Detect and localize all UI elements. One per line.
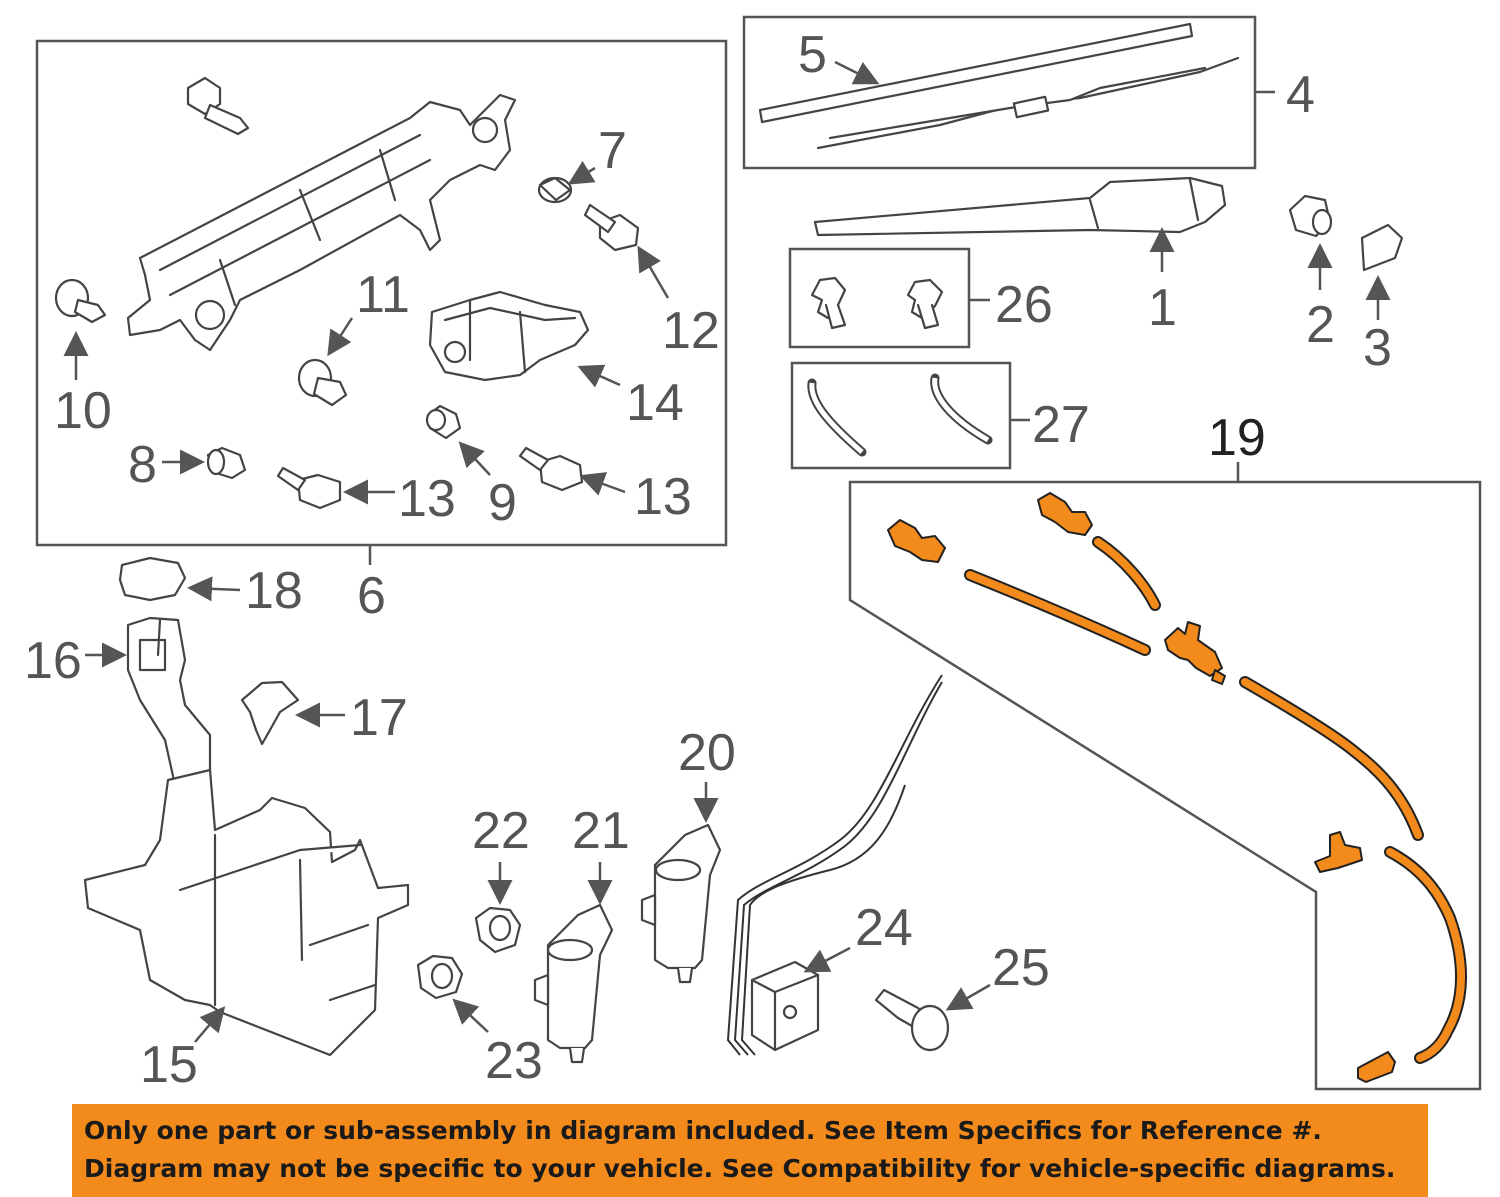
bushing-part-7[interactable] bbox=[537, 176, 573, 204]
bushing-part-9[interactable] bbox=[425, 404, 462, 440]
washer-nozzle-part-26a[interactable] bbox=[810, 276, 847, 330]
washer-hose-part-27b[interactable] bbox=[930, 373, 993, 445]
nozzle-group-box bbox=[788, 247, 971, 349]
washer-hose-assembly-part-19[interactable] bbox=[887, 492, 1467, 1083]
washer-hose-part-27a[interactable] bbox=[807, 378, 867, 457]
callout-11: 11 bbox=[356, 266, 410, 324]
push-pin-part-25[interactable] bbox=[874, 988, 950, 1052]
callout-6: 6 bbox=[357, 567, 386, 625]
pivot-cap-part-11[interactable] bbox=[297, 358, 348, 407]
callout-21: 21 bbox=[572, 802, 630, 860]
callout-20: 20 bbox=[678, 724, 736, 782]
callout-13b: 13 bbox=[634, 468, 692, 526]
callout-12: 12 bbox=[662, 302, 720, 360]
callout-25: 25 bbox=[992, 939, 1050, 997]
callout-3: 3 bbox=[1363, 319, 1392, 377]
callout-15: 15 bbox=[140, 1036, 198, 1094]
bolt-part-13a[interactable] bbox=[276, 466, 342, 510]
washer-hose-lines bbox=[726, 674, 943, 1056]
callout-7: 7 bbox=[598, 122, 627, 180]
disclaimer-banner: Only one part or sub-assembly in diagram… bbox=[72, 1104, 1428, 1197]
nut-part-2[interactable] bbox=[1288, 194, 1333, 238]
hose-group-box bbox=[790, 361, 1012, 470]
bolt-part-12[interactable] bbox=[583, 203, 640, 252]
clip-part-17[interactable] bbox=[240, 680, 300, 746]
washer-pump-part-20[interactable] bbox=[640, 823, 722, 984]
wiper-arm-part-1[interactable] bbox=[813, 176, 1227, 237]
callout-8: 8 bbox=[128, 436, 157, 494]
wiper-motor-part-14[interactable] bbox=[428, 290, 590, 382]
callout-23: 23 bbox=[485, 1032, 543, 1090]
callout-9: 9 bbox=[488, 474, 517, 532]
hose-clip-part-24[interactable] bbox=[750, 960, 820, 1052]
callout-22: 22 bbox=[472, 802, 530, 860]
washer-pump-part-21[interactable] bbox=[533, 903, 614, 1064]
washer-reservoir-part-15[interactable] bbox=[83, 768, 410, 1057]
bolt-part[interactable] bbox=[186, 76, 250, 136]
callout-13a: 13 bbox=[398, 470, 456, 528]
pivot-cap-part-10[interactable] bbox=[54, 278, 107, 324]
callout-19: 19 bbox=[1208, 409, 1266, 467]
callout-26: 26 bbox=[995, 276, 1053, 334]
callout-14: 14 bbox=[626, 374, 684, 432]
wiper-blade-part[interactable] bbox=[816, 56, 1240, 150]
grommet-part-23[interactable] bbox=[416, 954, 464, 1000]
callout-18: 18 bbox=[245, 562, 303, 620]
callout-5: 5 bbox=[798, 26, 827, 84]
bushing-part-8[interactable] bbox=[206, 446, 247, 480]
wiper-linkage-frame[interactable] bbox=[126, 93, 517, 352]
wiper-blade-refill-part-5[interactable] bbox=[758, 22, 1194, 124]
washer-cap-part-18[interactable] bbox=[118, 556, 187, 602]
filler-neck-part-16[interactable] bbox=[126, 616, 212, 787]
grommet-part-22[interactable] bbox=[474, 906, 522, 954]
callout-16: 16 bbox=[24, 632, 82, 690]
callout-2: 2 bbox=[1306, 296, 1335, 354]
disclaimer-line-1: Only one part or sub-assembly in diagram… bbox=[84, 1116, 1322, 1145]
disclaimer-line-2: Diagram may not be specific to your vehi… bbox=[84, 1154, 1396, 1183]
hose-assembly-group-box bbox=[848, 480, 1482, 1091]
callout-4: 4 bbox=[1286, 66, 1315, 124]
callout-1: 1 bbox=[1148, 279, 1177, 337]
callout-17: 17 bbox=[350, 689, 408, 747]
arm-cap-part-3[interactable] bbox=[1360, 223, 1404, 272]
bolt-part-13b[interactable] bbox=[518, 446, 584, 492]
washer-nozzle-part-26b[interactable] bbox=[906, 278, 944, 330]
linkage-group-box bbox=[35, 39, 728, 547]
callout-10: 10 bbox=[54, 382, 112, 440]
callout-24: 24 bbox=[855, 899, 913, 957]
callout-27: 27 bbox=[1032, 396, 1090, 454]
